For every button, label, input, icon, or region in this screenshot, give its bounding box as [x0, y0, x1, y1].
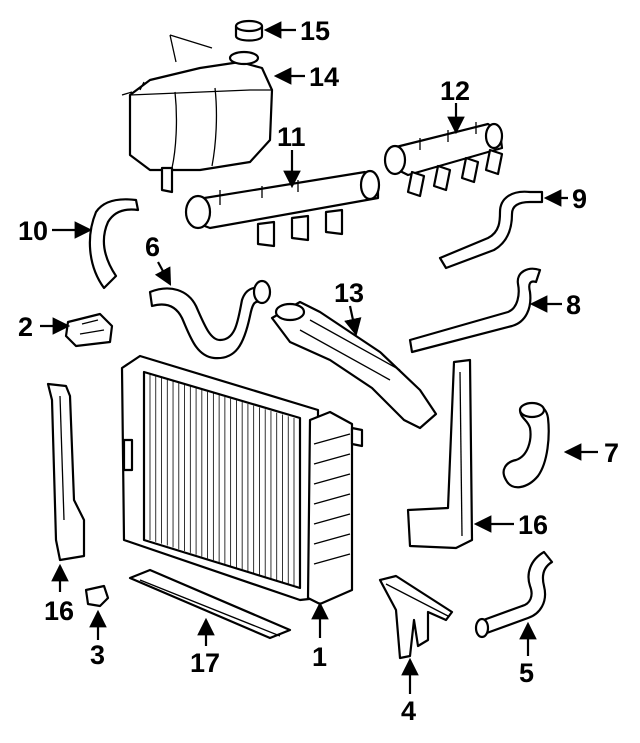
coolant-pipe-13: [270, 300, 438, 430]
tank-cap: [234, 19, 264, 42]
coolant-manifold-lower: [184, 169, 381, 248]
side-seal-right: [406, 358, 474, 550]
callout-8: 8: [566, 290, 581, 320]
callout-9: 9: [572, 184, 587, 214]
callout-7: 7: [604, 438, 619, 468]
radiator: [120, 354, 364, 606]
callout-5: 5: [519, 658, 534, 688]
leader-lines: [40, 21, 598, 694]
callout-1: 1: [312, 642, 327, 672]
side-seal-left: [46, 382, 86, 562]
callout-16-right: 16: [518, 510, 548, 540]
callout-16-left: 16: [44, 596, 74, 626]
callout-10: 10: [18, 216, 48, 246]
callout-14: 14: [309, 62, 339, 92]
bracket-4: [378, 574, 454, 660]
hose-10: [88, 198, 140, 290]
callout-4: 4: [401, 696, 416, 726]
callout-2: 2: [18, 312, 33, 342]
expansion-tank: [121, 34, 274, 194]
hose-6: [148, 279, 272, 360]
callout-6: 6: [145, 232, 160, 262]
bracket-2: [64, 312, 114, 348]
callout-11: 11: [277, 122, 306, 152]
hose-5: [474, 550, 554, 639]
callout-3: 3: [90, 640, 105, 670]
callout-13: 13: [334, 278, 364, 308]
hose-7: [502, 401, 550, 489]
clip-3: [84, 584, 110, 608]
seal-strip-17: [128, 568, 292, 640]
callout-15: 15: [300, 16, 330, 46]
hose-8: [408, 267, 542, 354]
hose-9: [438, 190, 544, 270]
coolant-manifold-upper: [383, 122, 504, 198]
callout-labels: 15 14 12 11 9 10 6 13 8 2 7 16 16 3 17 1…: [18, 16, 619, 726]
callout-17: 17: [190, 648, 220, 678]
callout-12: 12: [440, 76, 470, 106]
